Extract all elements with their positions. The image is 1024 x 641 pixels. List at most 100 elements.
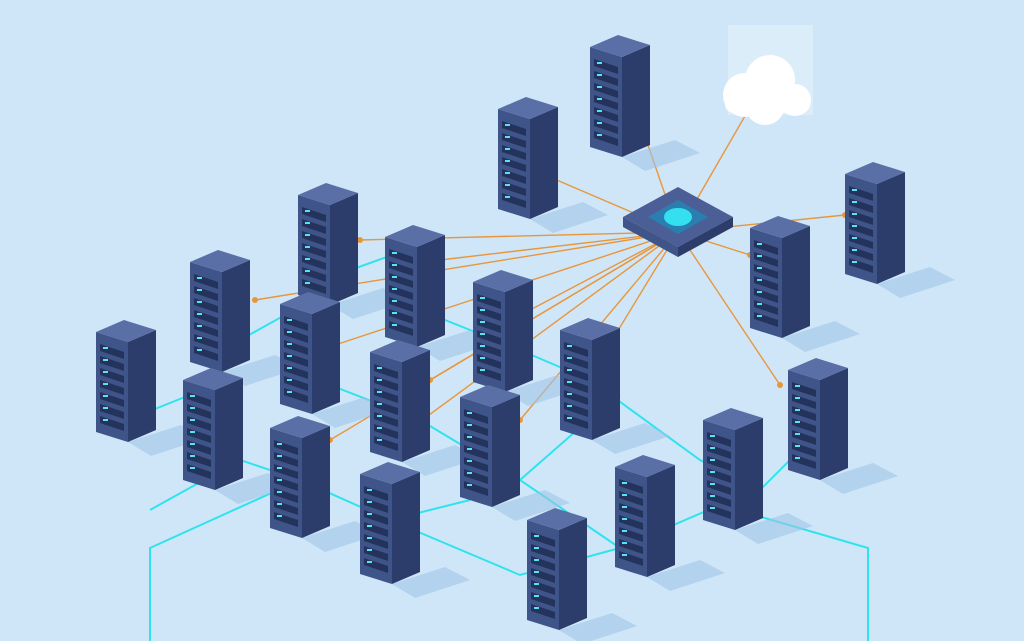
server-led bbox=[367, 489, 372, 491]
server-top bbox=[473, 270, 533, 292]
server-led bbox=[852, 213, 857, 215]
server-led bbox=[277, 503, 282, 505]
server-led bbox=[480, 309, 485, 311]
orange-link bbox=[394, 231, 679, 441]
server-led bbox=[534, 607, 539, 609]
network-hub-icon bbox=[623, 187, 733, 257]
server-led bbox=[305, 258, 310, 260]
server-led bbox=[197, 313, 202, 315]
server-led bbox=[277, 443, 282, 445]
server-side bbox=[735, 418, 763, 530]
server-led bbox=[534, 559, 539, 561]
server-rack-icon bbox=[473, 270, 583, 406]
server-top bbox=[750, 216, 810, 238]
server-led bbox=[103, 407, 108, 409]
server-top bbox=[183, 368, 243, 390]
server-side bbox=[312, 302, 340, 414]
server-side bbox=[330, 193, 358, 305]
server-led bbox=[103, 347, 108, 349]
server-led bbox=[377, 415, 382, 417]
link-node bbox=[252, 297, 258, 303]
server-led bbox=[480, 321, 485, 323]
server-top bbox=[460, 385, 520, 407]
orange-link bbox=[529, 231, 679, 311]
server-rack-icon bbox=[703, 408, 813, 544]
server-led bbox=[795, 421, 800, 423]
server-led bbox=[852, 249, 857, 251]
server-side bbox=[402, 350, 430, 462]
server-led bbox=[505, 184, 510, 186]
server-rack-icon bbox=[460, 385, 570, 521]
server-led bbox=[710, 435, 715, 437]
server-led bbox=[757, 315, 762, 317]
server-led bbox=[597, 110, 602, 112]
server-shadow bbox=[592, 423, 670, 454]
server-led bbox=[190, 395, 195, 397]
server-led bbox=[757, 267, 762, 269]
server-led bbox=[190, 431, 195, 433]
server-top bbox=[298, 183, 358, 205]
server-led bbox=[757, 303, 762, 305]
server-led bbox=[567, 417, 572, 419]
server-top bbox=[590, 35, 650, 57]
server-side bbox=[647, 465, 675, 577]
server-led bbox=[287, 367, 292, 369]
server-top bbox=[190, 250, 250, 272]
server-led bbox=[467, 448, 472, 450]
server-rack-icon bbox=[845, 162, 955, 298]
server-led bbox=[190, 419, 195, 421]
server-led bbox=[367, 561, 372, 563]
server-led bbox=[197, 337, 202, 339]
server-led bbox=[757, 291, 762, 293]
server-led bbox=[392, 288, 397, 290]
server-rack-icon bbox=[615, 455, 725, 591]
server-led bbox=[305, 282, 310, 284]
server-led bbox=[287, 355, 292, 357]
server-rack-icon bbox=[360, 462, 470, 598]
server-led bbox=[467, 436, 472, 438]
server-rack-icon bbox=[183, 368, 293, 504]
server-led bbox=[287, 319, 292, 321]
server-top bbox=[788, 358, 848, 380]
server-side bbox=[559, 518, 587, 630]
server-led bbox=[567, 345, 572, 347]
server-led bbox=[710, 471, 715, 473]
server-shadow bbox=[647, 560, 725, 591]
server-shadow bbox=[820, 463, 898, 494]
server-top bbox=[615, 455, 675, 477]
server-led bbox=[567, 357, 572, 359]
server-led bbox=[305, 210, 310, 212]
server-shadow bbox=[782, 321, 860, 352]
server-led bbox=[795, 397, 800, 399]
server-rack-icon bbox=[385, 225, 495, 361]
server-led bbox=[757, 255, 762, 257]
server-side bbox=[492, 395, 520, 507]
server-led bbox=[367, 525, 372, 527]
server-led bbox=[795, 409, 800, 411]
server-led bbox=[103, 359, 108, 361]
hub-side bbox=[678, 217, 733, 257]
server-led bbox=[392, 300, 397, 302]
server-led bbox=[622, 482, 627, 484]
server-led bbox=[377, 367, 382, 369]
server-led bbox=[505, 124, 510, 126]
server-led bbox=[597, 62, 602, 64]
server-led bbox=[622, 518, 627, 520]
server-led bbox=[534, 583, 539, 585]
server-led bbox=[197, 277, 202, 279]
server-shadow bbox=[559, 613, 637, 641]
server-top bbox=[560, 318, 620, 340]
server-led bbox=[190, 467, 195, 469]
orange-link bbox=[439, 231, 679, 261]
server-led bbox=[757, 243, 762, 245]
server-rack-icon bbox=[527, 508, 637, 641]
server-led bbox=[467, 484, 472, 486]
server-led bbox=[467, 412, 472, 414]
server-led bbox=[710, 447, 715, 449]
server-led bbox=[392, 324, 397, 326]
server-led bbox=[480, 345, 485, 347]
server-led bbox=[480, 333, 485, 335]
link-node bbox=[357, 237, 363, 243]
server-led bbox=[277, 491, 282, 493]
